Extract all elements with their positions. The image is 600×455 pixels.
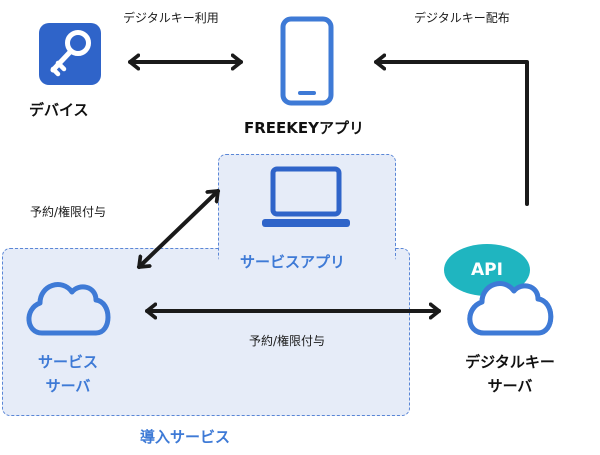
key-server-label-line1: デジタルキー [465,353,555,371]
key-server-label-line2: サーバ [487,377,533,395]
key-icon [39,23,101,85]
edge-label-device-app: デジタルキー利用 [123,11,219,25]
cloud-icon [26,282,111,336]
arrow-service-diag [137,189,220,269]
device-label: デバイス [29,101,89,119]
region-seam [219,248,395,266]
laptop-icon [262,166,350,227]
region-label: 導入サービス [140,428,231,446]
arrow-server-to-app [374,62,529,206]
service-server-label-line1: サービス [37,353,98,371]
service-server-label-line2: サーバ [45,377,91,395]
edge-label-service-key-server: 予約/権限付与 [249,334,326,348]
api-badge-label: API [471,260,503,280]
edge-label-server-to-app: デジタルキー配布 [414,11,510,25]
service-server-label: サービス サーバ [18,350,118,398]
edge-label-service-diag: 予約/権限付与 [30,205,107,219]
freekey-app-label: FREEKEYアプリ [244,119,365,137]
service-app-label: サービスアプリ [240,253,346,271]
key-server-label: デジタルキー サーバ [445,350,575,398]
service-region-upper [218,154,396,264]
smartphone-icon [280,16,334,106]
